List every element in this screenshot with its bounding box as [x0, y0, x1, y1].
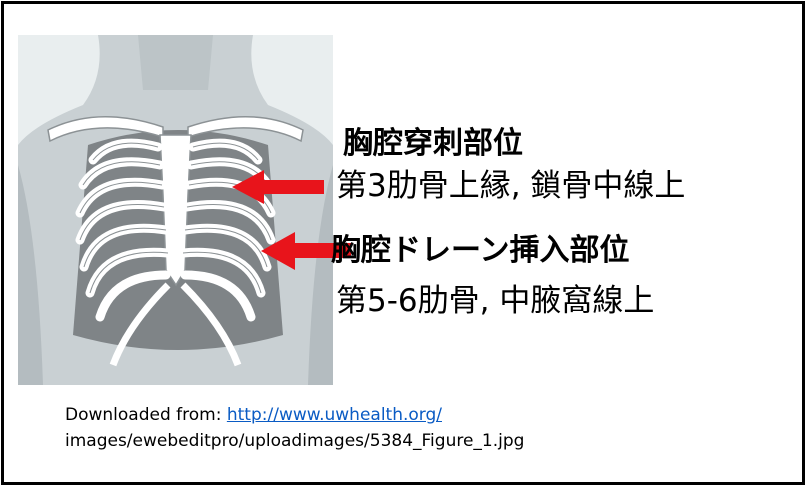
credit-prefix: Downloaded from: [65, 405, 227, 425]
arrow-icon [261, 232, 351, 270]
arrow-icon [232, 170, 324, 204]
rib-cage-illustration [18, 35, 333, 385]
site2-title: 胸腔ドレーン挿入部位 [331, 233, 630, 268]
site2-detail: 第5-6肋骨, 中腋窩線上 [336, 283, 655, 319]
source-link[interactable]: http://www.uwhealth.org/ [226, 405, 442, 425]
site1-detail: 第3肋骨上縁, 鎖骨中線上 [336, 168, 686, 204]
credit-line-2: images/ewebeditpro/uploadimages/5384_Fig… [65, 431, 525, 451]
credit-line-1: Downloaded from: http://www.uwhealth.org… [65, 405, 442, 425]
site1-title: 胸腔穿刺部位 [343, 126, 523, 161]
